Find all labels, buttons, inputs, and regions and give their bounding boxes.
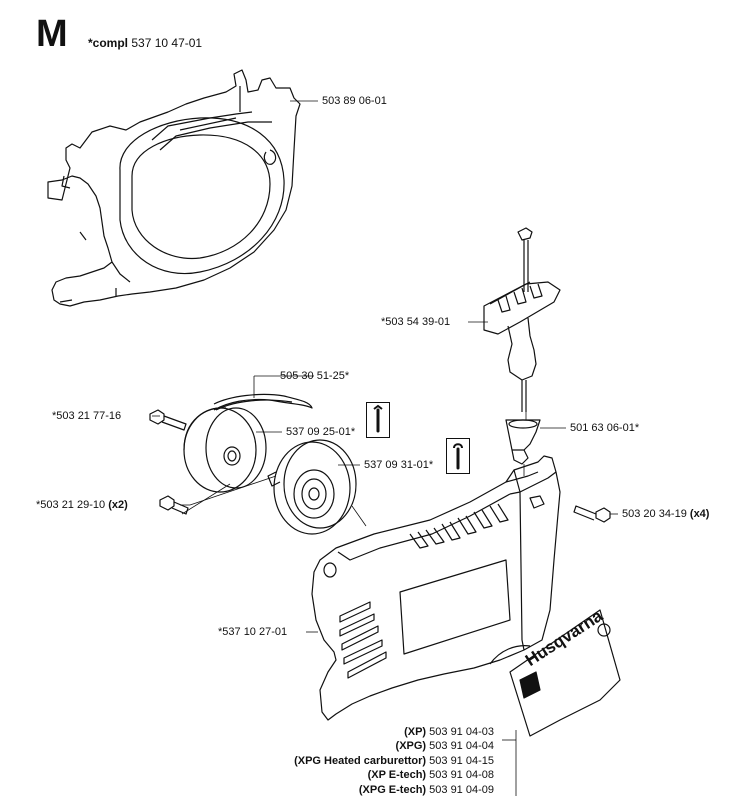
label-screw-right-qty: (x4) [689,508,710,520]
compl-number: 537 10 47-01 [131,36,203,50]
screw-right-part [573,505,611,523]
compl-prefix: *compl [88,36,129,50]
screw-pulley-part [149,409,187,431]
label-cover: *537 10 27-01 [218,626,288,638]
variant-row: (XPG E-tech) 503 91 04-09 [294,783,494,797]
label-screw-bottom-qty: (x2) [108,499,128,511]
variant-model: (XPG) [395,740,427,753]
rope-guide-part [505,419,541,465]
compl-label: *compl 537 10 47-01 [88,36,202,50]
variant-number: 503 91 04-04 [429,740,494,753]
variant-number: 503 91 04-08 [429,769,494,782]
spring-part [267,439,357,535]
leader-lines [152,100,618,796]
label-pulley: 537 09 25-01* [286,426,356,438]
label-spring: 537 09 31-01* [364,459,434,471]
label-guide: 501 63 06-01* [570,422,640,434]
handle-part [483,227,561,412]
cover-part [311,455,561,721]
variant-number: 503 91 04-09 [429,783,494,796]
variant-model: (XPG Heated carburettor) [294,754,427,767]
label-screw-bottom: *503 21 29-10 (x2) [36,499,128,512]
label-screw-right: 503 20 34-19 (x4) [622,508,709,521]
wrench-tool-icon [366,402,390,438]
variant-model: (XP) [404,726,427,738]
variant-number: 503 91 04-15 [429,754,494,767]
label-rope: 505 30 51-25* [280,370,350,382]
pulley-part [183,393,313,493]
decal-part [509,609,621,737]
variant-list: (XP) 503 91 04-03 (XPG) 503 91 04-04 (XP… [294,725,494,797]
label-handle: *503 54 39-01 [381,316,451,328]
housing-part [47,69,301,307]
variant-model: (XPG E-tech) [358,783,427,796]
label-screw-pulley: *503 21 77-16 [52,410,122,422]
variant-row: (XPG) 503 91 04-04 [294,739,494,753]
label-housing: 503 89 06-01 [322,95,387,107]
label-screw-right-number: 503 20 34-19 [622,508,687,520]
variant-row: (XP) 503 91 04-03 [294,725,494,739]
section-letter: M [36,13,68,55]
variant-row: (XP E-tech) 503 91 04-08 [294,768,494,782]
variant-number: 503 91 04-03 [429,726,494,738]
variant-model: (XP E-tech) [367,769,427,782]
variant-row: (XPG Heated carburettor) 503 91 04-15 [294,754,494,768]
label-screw-bottom-number: *503 21 29-10 [36,499,106,511]
wrench-tool-icon-2 [446,438,470,474]
